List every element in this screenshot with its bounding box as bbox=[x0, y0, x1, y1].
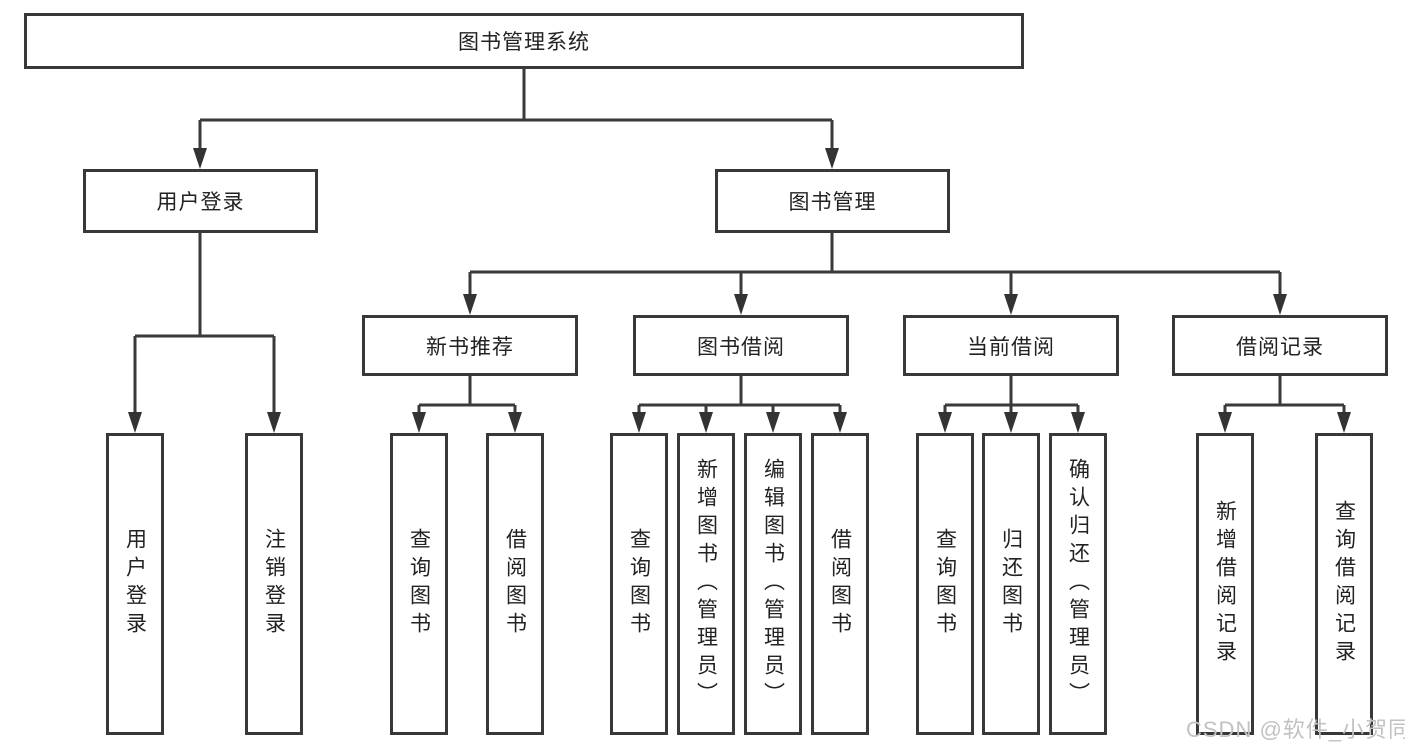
arrowheads bbox=[128, 148, 1351, 433]
leaf-label: 新增借阅记录 bbox=[1213, 500, 1237, 668]
leaf-edit-books-admin: 编辑图书（管理员） bbox=[744, 433, 802, 735]
leaf-label: 查询图书 bbox=[407, 528, 431, 640]
arrow-down-icon bbox=[766, 412, 780, 433]
arrow-down-icon bbox=[463, 294, 477, 315]
leaf-label: 确认归还（管理员） bbox=[1066, 458, 1090, 710]
arrow-down-icon bbox=[699, 412, 713, 433]
leaf-query-books-current: 查询图书 bbox=[916, 433, 974, 735]
connector-path bbox=[133, 69, 1346, 414]
arrow-down-icon bbox=[1218, 412, 1232, 433]
arrow-down-icon bbox=[508, 412, 522, 433]
arrow-down-icon bbox=[1337, 412, 1351, 433]
arrow-down-icon bbox=[734, 294, 748, 315]
leaf-query-borrow-record: 查询借阅记录 bbox=[1315, 433, 1373, 735]
leaf-add-books-admin: 新增图书（管理员） bbox=[677, 433, 735, 735]
csdn-watermark: CSDN @软件_小贺同学 bbox=[1186, 717, 1405, 742]
leaf-return-books: 归还图书 bbox=[982, 433, 1040, 735]
leaf-borrow-books-recommend: 借阅图书 bbox=[486, 433, 544, 735]
arrow-down-icon bbox=[412, 412, 426, 433]
module-book-borrowing: 图书借阅 bbox=[633, 315, 849, 376]
module-current-borrowing: 当前借阅 bbox=[903, 315, 1119, 376]
node-library-management-system: 图书管理系统 bbox=[24, 13, 1024, 69]
leaf-label: 借阅图书 bbox=[503, 528, 527, 640]
leaf-borrow-books-borrowing: 借阅图书 bbox=[811, 433, 869, 735]
leaf-label: 查询图书 bbox=[933, 528, 957, 640]
leaf-user-login: 用户登录 bbox=[106, 433, 164, 735]
leaf-add-borrow-record: 新增借阅记录 bbox=[1196, 433, 1254, 735]
arrow-down-icon bbox=[632, 412, 646, 433]
leaf-label: 归还图书 bbox=[999, 528, 1023, 640]
arrow-down-icon bbox=[825, 148, 839, 169]
arrow-down-icon bbox=[1004, 294, 1018, 315]
arrow-down-icon bbox=[833, 412, 847, 433]
leaf-query-books-borrowing: 查询图书 bbox=[610, 433, 668, 735]
node-book-management-branch: 图书管理 bbox=[715, 169, 950, 233]
arrow-down-icon bbox=[128, 412, 142, 433]
arrow-down-icon bbox=[938, 412, 952, 433]
leaf-label: 查询图书 bbox=[627, 528, 651, 640]
leaf-label: 借阅图书 bbox=[828, 528, 852, 640]
arrow-down-icon bbox=[193, 148, 207, 169]
leaf-label: 查询借阅记录 bbox=[1332, 500, 1356, 668]
leaf-label: 编辑图书（管理员） bbox=[761, 458, 785, 710]
leaf-label: 用户登录 bbox=[123, 528, 147, 640]
module-borrowing-records: 借阅记录 bbox=[1172, 315, 1388, 376]
module-new-book-recommend: 新书推荐 bbox=[362, 315, 578, 376]
arrow-down-icon bbox=[1273, 294, 1287, 315]
arrow-down-icon bbox=[267, 412, 281, 433]
leaf-label: 新增图书（管理员） bbox=[694, 458, 718, 710]
arrow-down-icon bbox=[1071, 412, 1085, 433]
leaf-label: 注销登录 bbox=[262, 528, 286, 640]
leaf-logout: 注销登录 bbox=[245, 433, 303, 735]
node-user-login-branch: 用户登录 bbox=[83, 169, 318, 233]
leaf-query-books-recommend: 查询图书 bbox=[390, 433, 448, 735]
arrow-down-icon bbox=[1004, 412, 1018, 433]
leaf-confirm-return-admin: 确认归还（管理员） bbox=[1049, 433, 1107, 735]
